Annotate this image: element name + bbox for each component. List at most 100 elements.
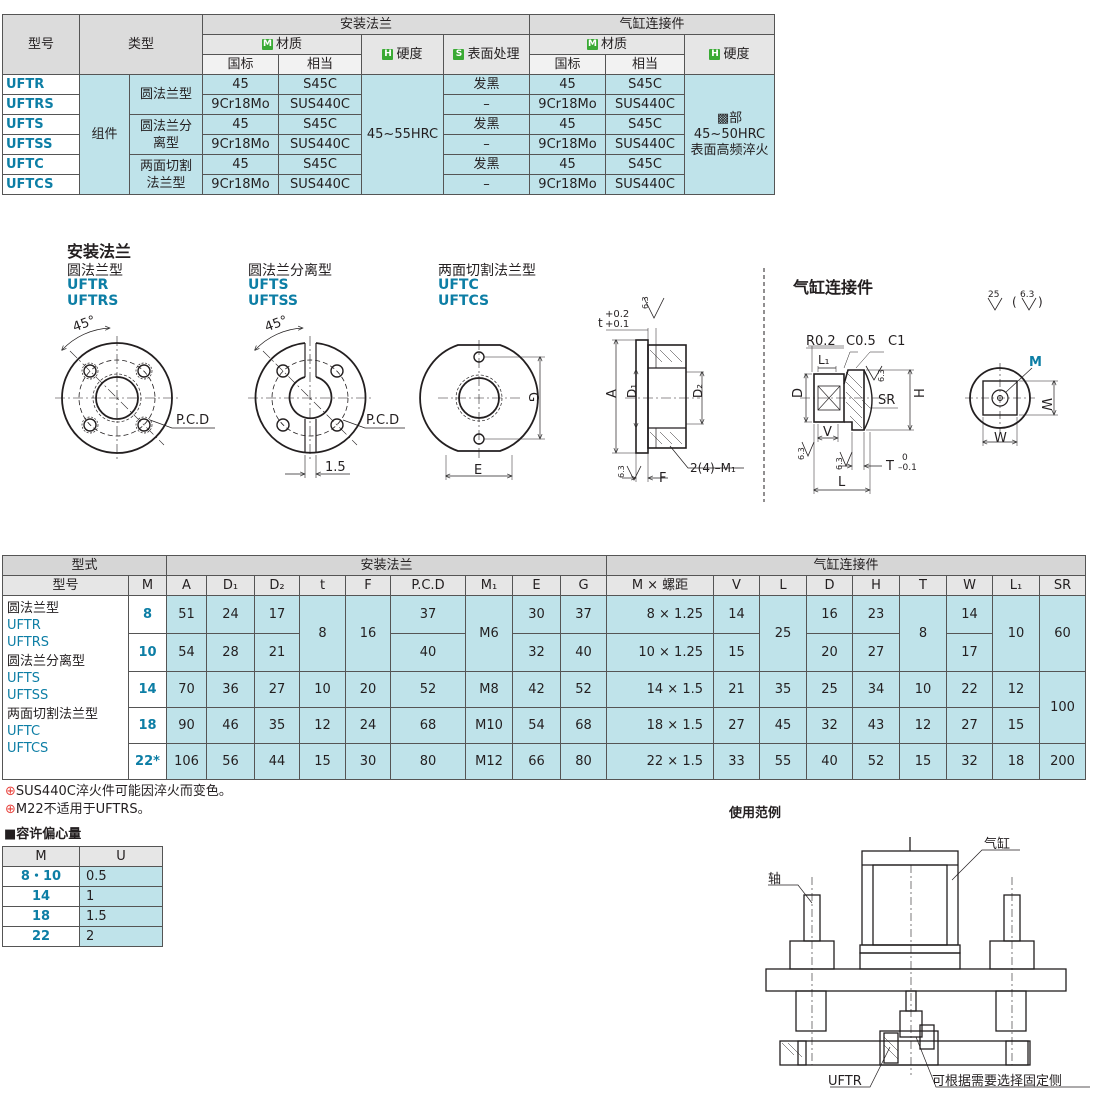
s-badge-icon: S bbox=[453, 49, 465, 60]
col-header: M × 螺距 bbox=[606, 575, 714, 596]
col-header: E bbox=[512, 575, 561, 596]
surface-cell: – bbox=[443, 174, 530, 195]
header-equiv: 相当 bbox=[278, 54, 362, 75]
t2-cell: 12 bbox=[899, 707, 947, 744]
a-cell: 106 bbox=[166, 743, 207, 780]
h-cell: 52 bbox=[852, 743, 900, 780]
equiv-cell: S45C bbox=[278, 114, 362, 135]
t-cell: 12 bbox=[299, 707, 346, 744]
e-cell: 66 bbox=[512, 743, 561, 780]
v-cell: 21 bbox=[713, 671, 760, 708]
header-flange: 安装法兰 bbox=[202, 14, 530, 35]
round-flange-drawing bbox=[55, 328, 215, 460]
t-cell: 8 bbox=[299, 595, 346, 672]
l-label: L bbox=[838, 475, 846, 490]
split-code-2: UFTSS bbox=[248, 293, 299, 309]
round-code-2: UFTRS bbox=[67, 293, 119, 309]
d-label: D bbox=[791, 388, 806, 398]
l-cell: 55 bbox=[759, 743, 807, 780]
row-code: UFTCS bbox=[2, 174, 80, 195]
tolerance-title: ■容许偏心量 bbox=[4, 827, 82, 842]
d-cell: 16 bbox=[806, 595, 853, 634]
tol-m: 14 bbox=[2, 886, 80, 907]
cyl-equiv-cell: S45C bbox=[605, 154, 685, 175]
cyl-equiv-cell: SUS440C bbox=[605, 174, 685, 195]
mp-cell: 10 × 1.25 bbox=[606, 633, 714, 672]
pcd-cell: 52 bbox=[390, 671, 466, 708]
a-cell: 90 bbox=[166, 707, 207, 744]
col-header: A bbox=[166, 575, 207, 596]
m-cell: 14 bbox=[128, 671, 167, 708]
warning-icon: ⊕ bbox=[5, 802, 16, 817]
pcd-cell: 40 bbox=[390, 633, 466, 672]
col-header: M₁ bbox=[465, 575, 513, 596]
svg-text:): ) bbox=[1038, 295, 1043, 309]
h-cell: 23 bbox=[852, 595, 900, 634]
t-cell: 15 bbox=[299, 743, 346, 780]
header-cylinder: 气缸连接件 bbox=[529, 14, 775, 35]
d2-cell: 35 bbox=[254, 707, 300, 744]
c1-label: C1 bbox=[888, 334, 905, 349]
pcd-cell: 37 bbox=[390, 595, 466, 634]
sr-cell: 60 bbox=[1039, 595, 1086, 672]
pcd-label: P.C.D bbox=[176, 413, 209, 428]
f-cell: 20 bbox=[345, 671, 391, 708]
cyl-std-cell: 9Cr18Mo bbox=[529, 174, 606, 195]
d2-label: D₂ bbox=[691, 384, 705, 398]
split-title: 圆法兰分离型 bbox=[248, 263, 332, 279]
col-header: D bbox=[806, 575, 853, 596]
row-code: UFTR bbox=[2, 74, 80, 95]
m-badge-icon: M bbox=[586, 39, 598, 50]
header-model: 型号 bbox=[2, 575, 129, 596]
g-cell: 52 bbox=[560, 671, 607, 708]
cut-flange-drawing bbox=[419, 340, 545, 480]
d2-cell: 17 bbox=[254, 595, 300, 634]
v-label: V bbox=[823, 425, 832, 440]
angle-label: 45° bbox=[263, 313, 290, 335]
a-cell: 51 bbox=[166, 595, 207, 634]
flange-drawings-title: 安装法兰 bbox=[67, 242, 132, 261]
cut-code-1: UFTC bbox=[438, 277, 479, 293]
l1-cell: 18 bbox=[992, 743, 1040, 780]
t2-cell: 15 bbox=[899, 743, 947, 780]
tol-u: 2 bbox=[79, 926, 163, 947]
m-cell: 8 bbox=[128, 595, 167, 634]
col-header: L bbox=[759, 575, 807, 596]
w-cell: 14 bbox=[946, 595, 993, 634]
technical-drawings: 45° P.C.D 45° P.C.D 1.5 bbox=[55, 268, 1058, 502]
mp-cell: 14 × 1.5 bbox=[606, 671, 714, 708]
w-cell: 22 bbox=[946, 671, 993, 708]
tol-head-u: U bbox=[79, 846, 163, 867]
col-header: H bbox=[852, 575, 900, 596]
h-cell: 43 bbox=[852, 707, 900, 744]
flange-section-drawing bbox=[606, 297, 744, 482]
svg-text:(: ( bbox=[1012, 295, 1017, 309]
row-code: UFTC bbox=[2, 154, 80, 175]
t2-cell: 10 bbox=[899, 671, 947, 708]
e-label: E bbox=[474, 463, 482, 478]
e-cell: 54 bbox=[512, 707, 561, 744]
type-round: 圆法兰型 bbox=[129, 74, 203, 115]
example-title: 使用范例 bbox=[729, 806, 782, 821]
t-cell: 10 bbox=[299, 671, 346, 708]
h-label: H bbox=[913, 388, 928, 398]
col-header: D₂ bbox=[254, 575, 300, 596]
warning-icon: ⊕ bbox=[5, 784, 16, 799]
rough-label: 6.3 bbox=[877, 369, 886, 382]
l-cell: 25 bbox=[759, 595, 807, 672]
pcd-cell: 80 bbox=[390, 743, 466, 780]
col-header: L₁ bbox=[992, 575, 1040, 596]
d-cell: 25 bbox=[806, 671, 853, 708]
d2-cell: 27 bbox=[254, 671, 300, 708]
m-cell: 10 bbox=[128, 633, 167, 672]
t-dim-label: T bbox=[885, 459, 894, 474]
d1-label: D₁ bbox=[625, 384, 639, 398]
rough-label: 6.3 bbox=[835, 457, 844, 470]
mp-cell: 22 × 1.5 bbox=[606, 743, 714, 780]
d1-cell: 28 bbox=[206, 633, 255, 672]
